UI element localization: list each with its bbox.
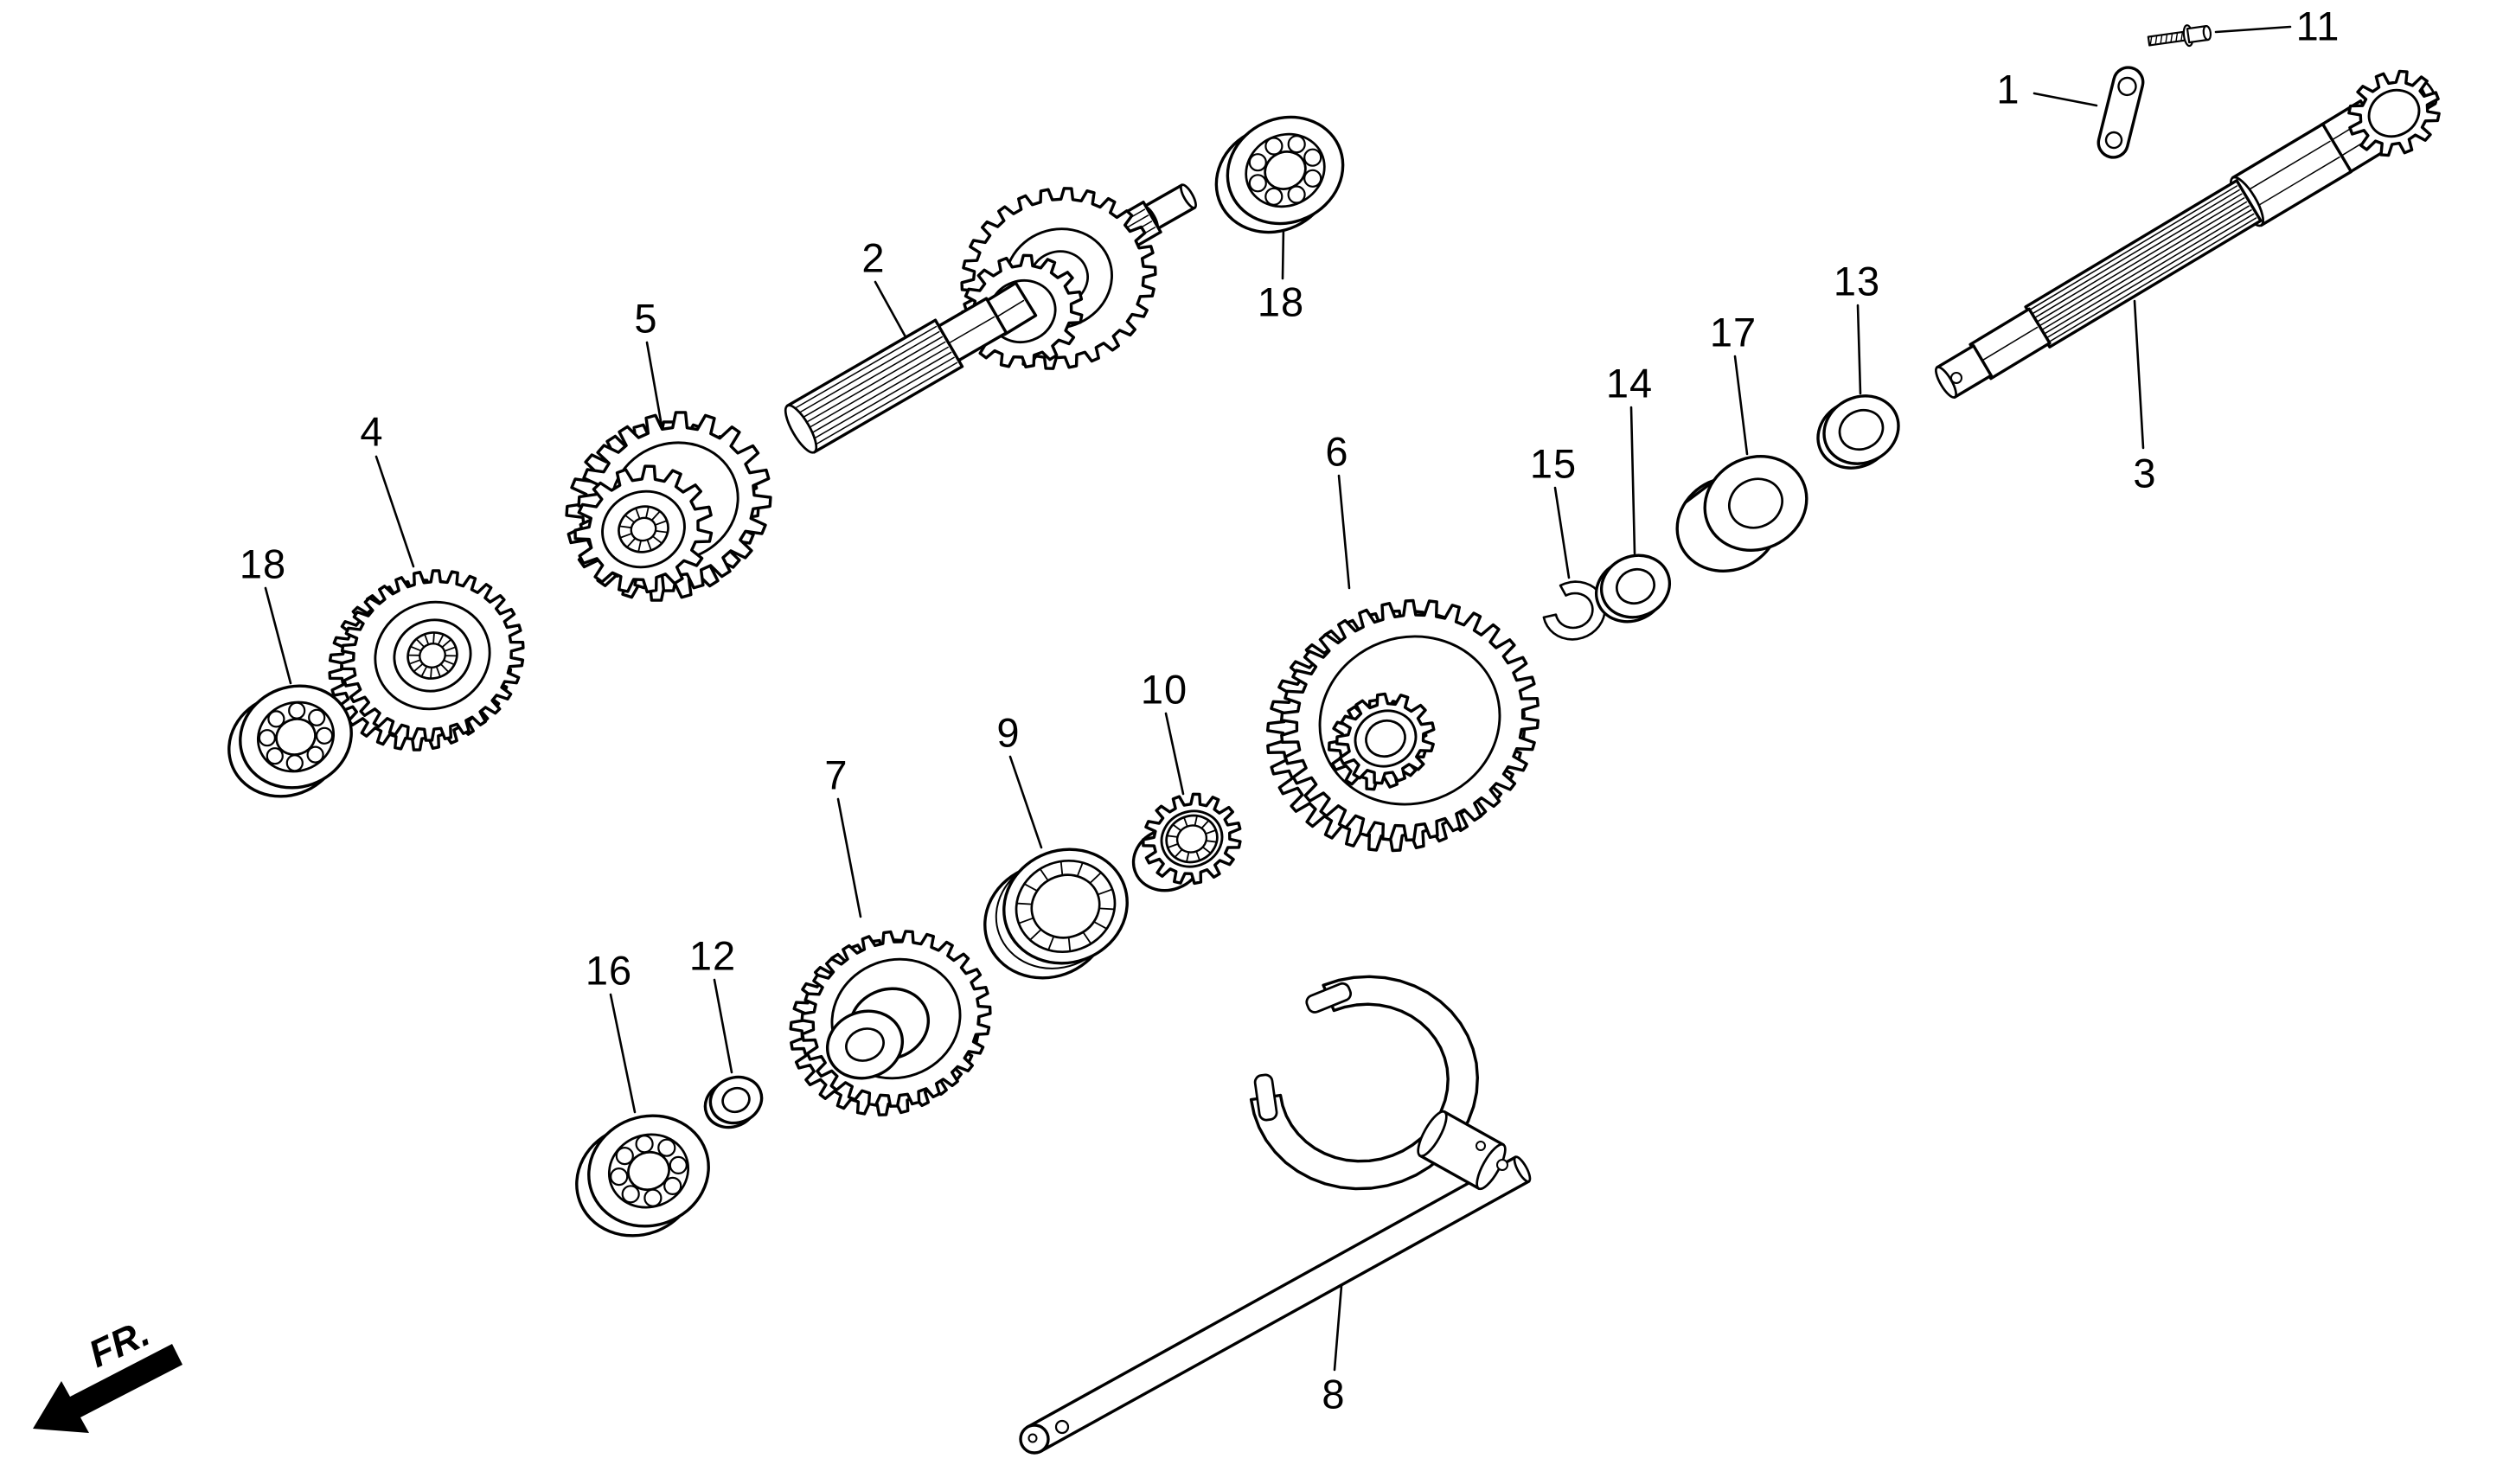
part-washer-12	[703, 1075, 764, 1129]
callout-3: 3	[2133, 450, 2157, 496]
callout-18-left: 18	[239, 541, 287, 587]
part-plate-1	[2097, 66, 2145, 159]
part-collar-9	[983, 848, 1129, 980]
callout-4: 4	[360, 408, 384, 455]
part-bearing-17	[1675, 454, 1808, 573]
callout-10: 10	[1140, 666, 1188, 713]
callout-15: 15	[1529, 440, 1578, 487]
part-bolt-11	[2147, 24, 2212, 48]
callout-9: 9	[996, 709, 1021, 756]
part-mainshaft-2	[784, 183, 1197, 454]
callout-11: 11	[2295, 3, 2340, 49]
part-washer-13	[1816, 394, 1900, 470]
part-bearing-18-left	[227, 684, 353, 798]
part-gear-10	[1131, 792, 1242, 892]
part-gear-7	[789, 930, 992, 1116]
callout-18-top: 18	[1257, 278, 1305, 325]
part-gear-4	[328, 569, 525, 752]
callout-13: 13	[1833, 258, 1881, 304]
part-gear-5	[565, 411, 772, 602]
callout-5: 5	[634, 295, 658, 342]
callout-16: 16	[585, 947, 633, 994]
part-bearing-16	[575, 1114, 710, 1238]
part-gear-6	[1266, 598, 1540, 853]
callout-1: 1	[1996, 66, 2020, 112]
callout-7: 7	[824, 752, 848, 798]
callout-6: 6	[1325, 428, 1349, 475]
part-shift-fork-8	[1019, 975, 1532, 1455]
callout-2: 2	[861, 234, 886, 281]
callout-8: 8	[1322, 1371, 1346, 1417]
callout-17: 17	[1709, 309, 1757, 355]
part-countershaft-3	[1935, 69, 2441, 399]
fr-direction-arrow	[33, 1344, 182, 1433]
leader-lines	[264, 25, 2292, 1372]
part-bearing-18-top	[1214, 115, 1345, 234]
callout-14: 14	[1605, 360, 1654, 406]
callout-12: 12	[688, 932, 737, 979]
part-washer-14	[1594, 553, 1672, 624]
